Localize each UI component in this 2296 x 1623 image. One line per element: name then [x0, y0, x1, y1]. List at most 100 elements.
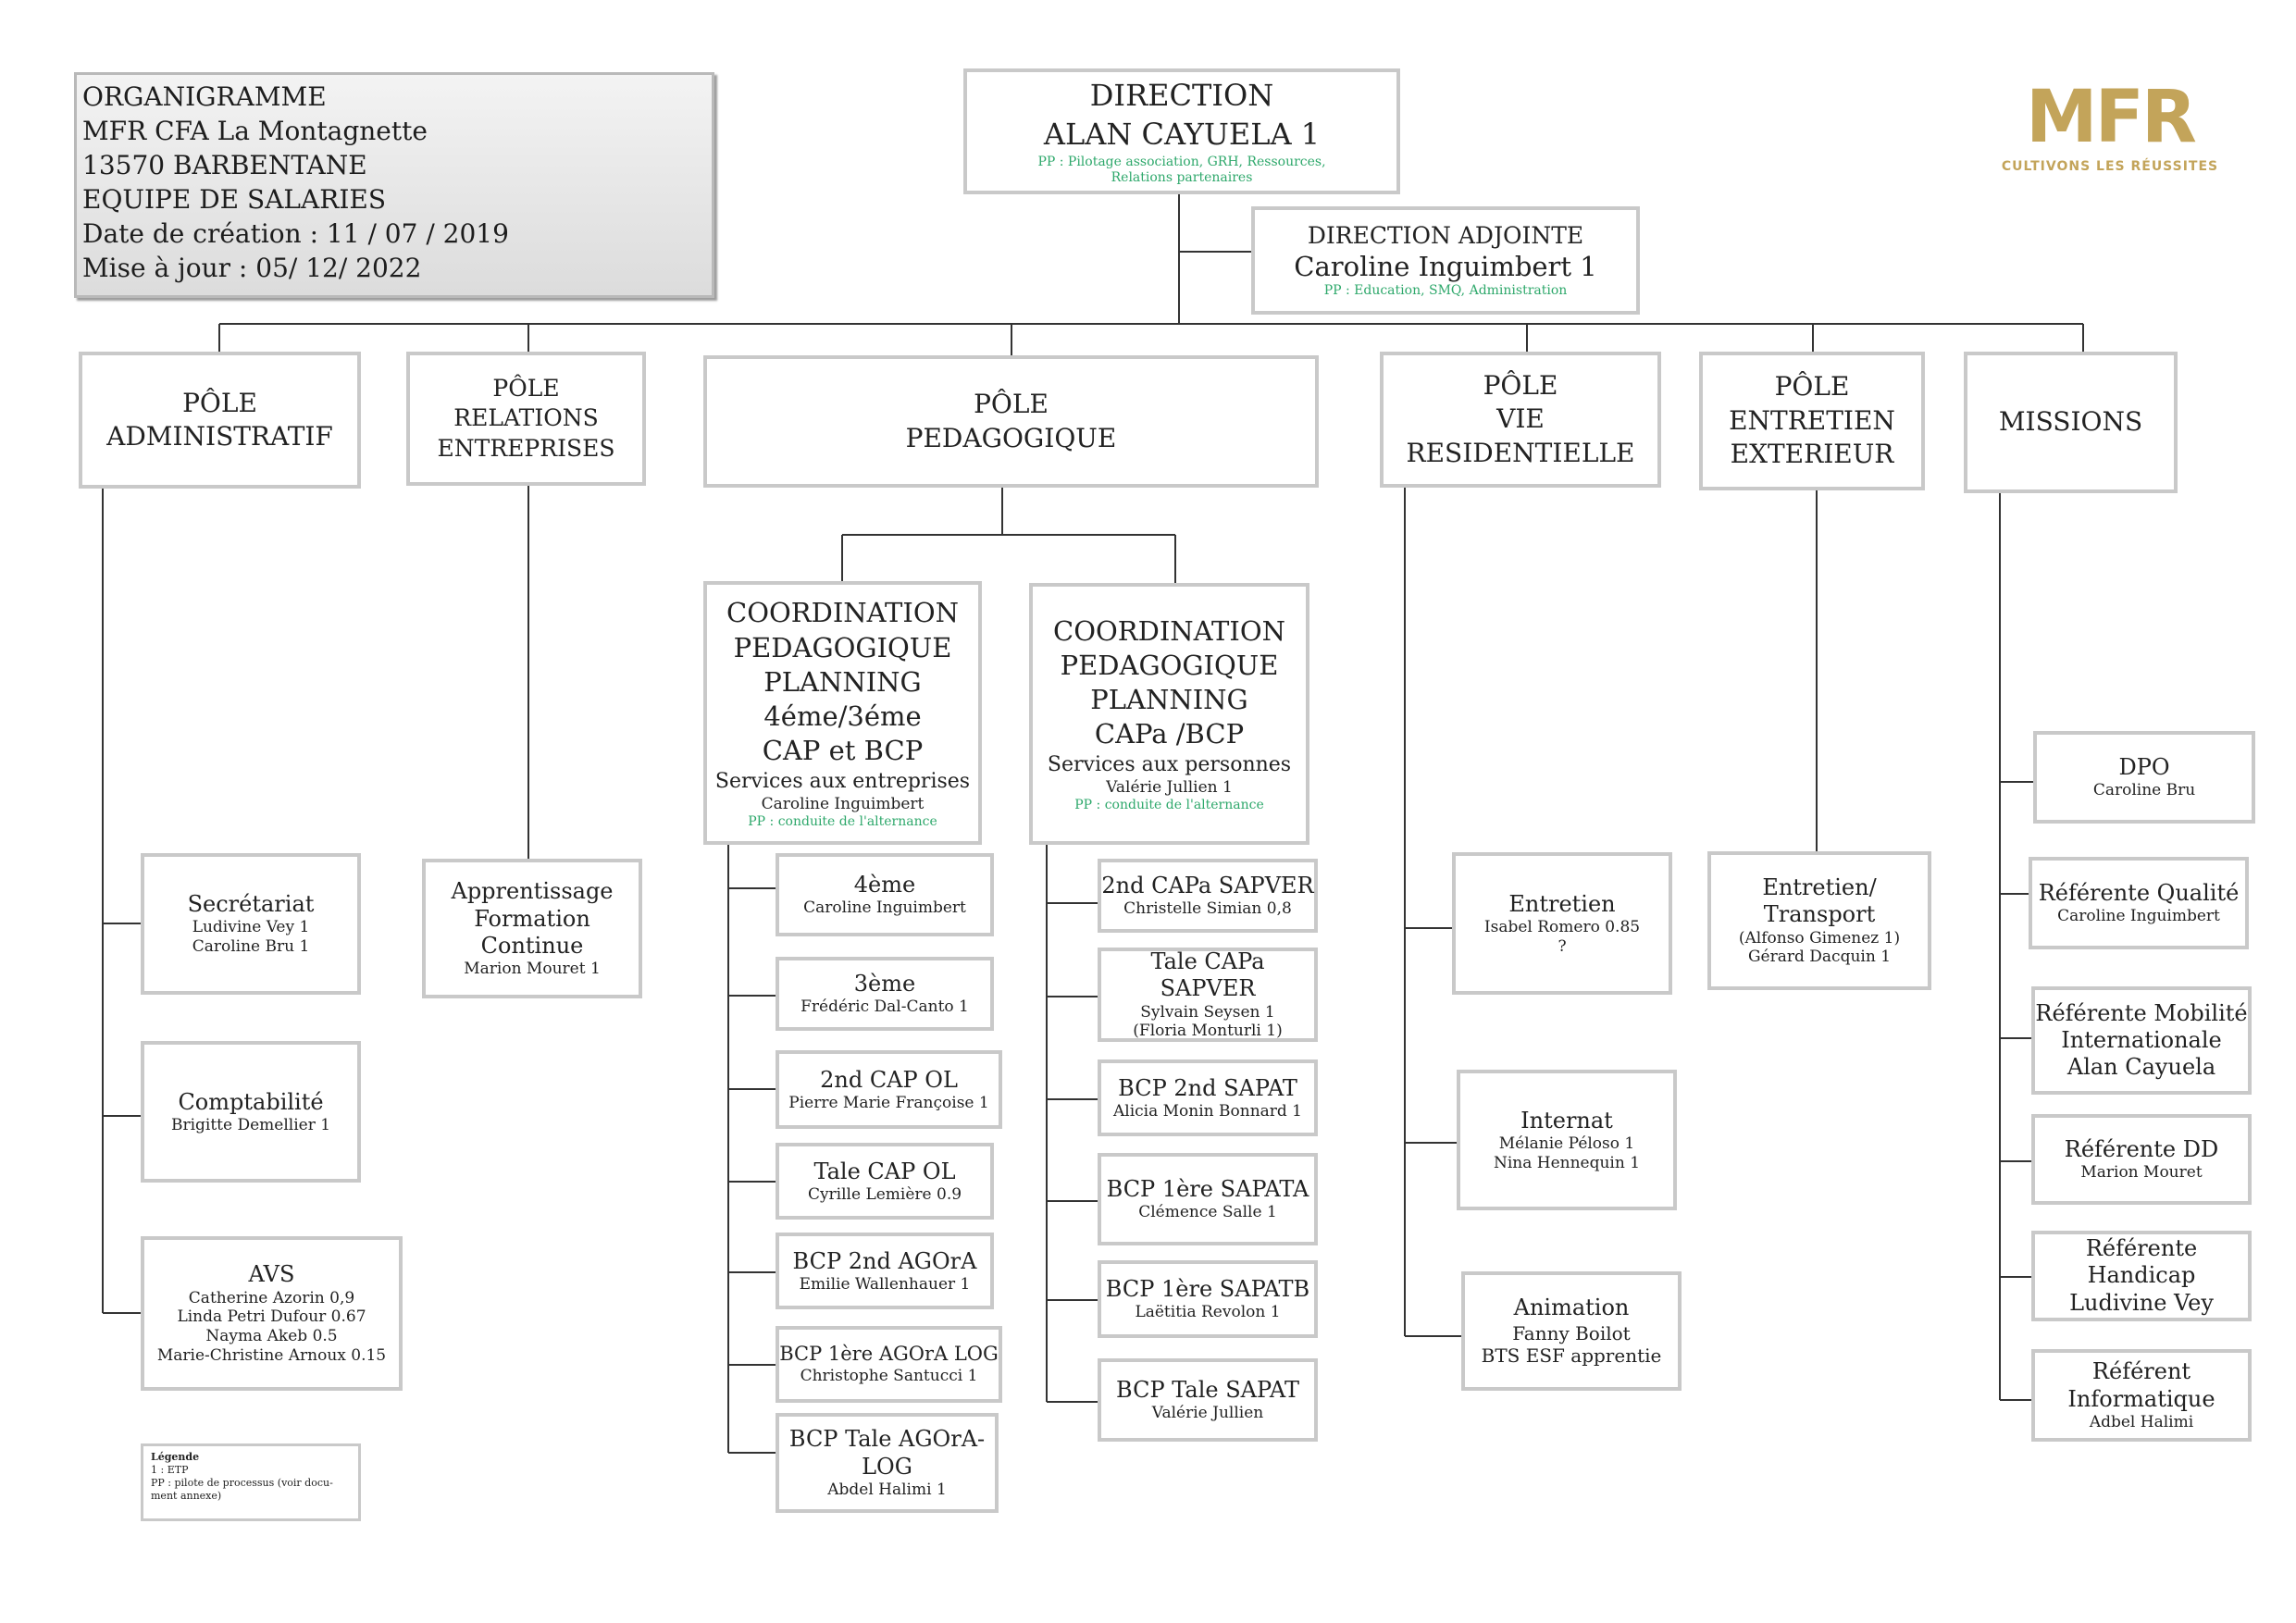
- pole-label: PEDAGOGIQUE: [905, 422, 1117, 453]
- direction-pp-2: Relations partenaires: [1111, 169, 1253, 185]
- box-title: BCP 1ère SAPATB: [1105, 1276, 1310, 1302]
- box-title: BCP 1ère AGOrA LOG: [779, 1343, 999, 1366]
- legend-line: 1 : ETP: [151, 1464, 189, 1477]
- class-box: BCP Tale AGOrA- LOG Abdel Halimi 1: [776, 1413, 999, 1513]
- box-title: Référent: [2091, 1358, 2191, 1385]
- box-title: BCP 2nd SAPAT: [1118, 1074, 1297, 1101]
- box-title: Entretien: [1508, 890, 1616, 917]
- class-box: Tale CAP OL Cyrille Lemière 0.9: [776, 1143, 994, 1220]
- box-title: Entretien/ Transport: [1762, 874, 1877, 928]
- box-title: Référente Qualité: [2038, 880, 2240, 906]
- staff-name: Ludivine Vey 1: [192, 918, 310, 937]
- staff-name: Caroline Inguimbert: [2057, 907, 2220, 926]
- box-subtitle: Services aux entreprises: [714, 769, 971, 793]
- staff-name: Caroline Bru: [2092, 781, 2196, 800]
- direction-adjointe-pp: PP : Education, SMQ, Administration: [1323, 282, 1568, 298]
- class-box: BCP 1ère AGOrA LOG Christophe Santucci 1: [776, 1326, 1002, 1403]
- staff-name: Frédéric Dal-Canto 1: [800, 997, 969, 1017]
- box-title: Référente Handicap: [2085, 1235, 2198, 1289]
- mfr-logo: MFR CULTIVONS LES RÉUSSITES: [1980, 81, 2240, 174]
- avs-box: AVS Catherine Azorin 0,9 Linda Petri Duf…: [141, 1236, 403, 1391]
- header-organization: MFR CFA La Montagnette: [82, 115, 428, 146]
- pole-label: PÔLE: [1483, 369, 1558, 401]
- staff-name: Adbel Halimi: [2089, 1412, 2194, 1431]
- box-title: Internationale: [2061, 1026, 2222, 1053]
- class-box: BCP 1ère SAPATB Laëtitia Revolon 1: [1098, 1260, 1318, 1338]
- direction-adjointe-box: DIRECTION ADJOINTE Caroline Inguimbert 1…: [1251, 206, 1640, 315]
- class-box: 4ème Caroline Inguimbert: [776, 853, 994, 936]
- box-title: Référente Mobilité: [2035, 999, 2248, 1026]
- staff-name: Caroline Inguimbert: [803, 898, 966, 918]
- header-title: ORGANIGRAMME: [82, 81, 327, 112]
- box-title: PEDAGOGIQUE: [1060, 650, 1279, 682]
- pole-label: PÔLE: [492, 374, 560, 402]
- legend-box: Légende 1 : ETP PP : pilote de processus…: [141, 1443, 361, 1521]
- pole-label: EXTERIEUR: [1730, 439, 1894, 470]
- box-title: Secrétariat: [187, 891, 315, 918]
- logo-tagline: CULTIVONS LES RÉUSSITES: [2001, 159, 2219, 174]
- direction-adjointe-name: Caroline Inguimbert 1: [1294, 250, 1597, 282]
- box-title: PLANNING: [763, 665, 922, 698]
- box-title: DPO: [2118, 754, 2170, 780]
- box-title: BCP 1ère SAPATA: [1106, 1176, 1309, 1202]
- box-title: BCP Tale SAPAT: [1116, 1377, 1299, 1403]
- class-box: BCP 1ère SAPATA Clémence Salle 1: [1098, 1153, 1318, 1245]
- box-subtitle: Services aux personnes: [1047, 753, 1292, 777]
- direction-name: ALAN CAYUELA 1: [1043, 116, 1321, 152]
- referente-mobilite-box: Référente Mobilité Internationale Alan C…: [2031, 986, 2252, 1095]
- referent-informatique-box: Référent Informatique Adbel Halimi: [2031, 1349, 2252, 1442]
- staff-name: Mélanie Péloso 1: [1498, 1134, 1635, 1153]
- staff-name: Caroline Inguimbert: [761, 794, 925, 813]
- box-title: COORDINATION: [726, 597, 959, 629]
- legend-title: Légende: [151, 1451, 200, 1463]
- pole-administratif: PÔLE ADMINISTRATIF: [79, 352, 361, 489]
- pole-vie-residentielle: PÔLE VIE RESIDENTIELLE: [1380, 352, 1661, 488]
- header-team: EQUIPE DE SALARIES: [82, 183, 387, 215]
- staff-name: Laëtitia Revolon 1: [1135, 1303, 1281, 1322]
- process-pilot: PP : conduite de l'alternance: [1074, 797, 1264, 812]
- pole-entretien-exterieur: PÔLE ENTRETIEN EXTERIEUR: [1699, 352, 1925, 490]
- staff-name: Christophe Santucci 1: [800, 1366, 978, 1385]
- staff-name: Pierre Marie Françoise 1: [788, 1093, 989, 1112]
- pole-label: RELATIONS: [453, 404, 599, 432]
- dpo-box: DPO Caroline Bru: [2033, 731, 2255, 824]
- logo-mark: MFR: [2026, 76, 2197, 159]
- staff-name: Alicia Monin Bonnard 1: [1112, 1101, 1303, 1121]
- box-title: Internat: [1520, 1107, 1613, 1134]
- header-created-date: Date de création : 11 / 07 / 2019: [82, 217, 509, 249]
- class-box: 2nd CAP OL Pierre Marie Françoise 1: [776, 1050, 1002, 1129]
- box-title: PEDAGOGIQUE: [733, 631, 952, 663]
- header-address: 13570 BARBENTANE: [82, 149, 367, 180]
- box-title: Animation: [1513, 1295, 1630, 1321]
- staff-name: Nina Hennequin 1: [1493, 1153, 1641, 1172]
- staff-name: Marion Mouret: [2080, 1163, 2203, 1183]
- staff-name: Marie-Christine Arnoux 0.15: [156, 1345, 387, 1365]
- class-box: BCP 2nd SAPAT Alicia Monin Bonnard 1: [1098, 1059, 1318, 1136]
- secretariat-box: Secrétariat Ludivine Vey 1 Caroline Bru …: [141, 853, 361, 995]
- referente-handicap-box: Référente Handicap Ludivine Vey: [2031, 1231, 2252, 1321]
- header-updated-date: Mise à jour : 05/ 12/ 2022: [82, 252, 422, 283]
- animation-box: Animation Fanny Boilot BTS ESF apprentie: [1461, 1271, 1682, 1391]
- comptabilite-box: Comptabilité Brigitte Demellier 1: [141, 1041, 361, 1183]
- coordination-4e-3e-cap-bcp: COORDINATION PEDAGOGIQUE PLANNING 4éme/3…: [703, 581, 982, 845]
- staff-name: Brigitte Demellier 1: [170, 1115, 331, 1134]
- box-title: Ludivine Vey: [2069, 1289, 2214, 1316]
- legend-line: ment annexe): [151, 1490, 222, 1503]
- box-title: Apprentissage: [451, 878, 614, 905]
- staff-name: Emilie Wallenhauer 1: [799, 1274, 971, 1294]
- staff-name: (Alfonso Gimenez 1): [1738, 928, 1901, 948]
- box-title: COORDINATION: [1053, 614, 1285, 647]
- box-title: BCP 2nd AGOrA: [792, 1247, 977, 1274]
- entretien-transport-box: Entretien/ Transport (Alfonso Gimenez 1)…: [1707, 851, 1931, 990]
- box-title: 2nd CAP OL: [820, 1066, 958, 1093]
- box-title: CAP et BCP: [762, 734, 924, 766]
- box-title: Tale CAP OL: [813, 1158, 956, 1184]
- internat-box: Internat Mélanie Péloso 1 Nina Hennequin…: [1457, 1070, 1677, 1210]
- pole-label: PÔLE: [1774, 371, 1850, 403]
- box-title: 3ème: [853, 971, 916, 997]
- class-box: BCP Tale SAPAT Valérie Jullien: [1098, 1358, 1318, 1442]
- box-title: Continue: [480, 932, 584, 959]
- pole-label: PÔLE: [182, 387, 257, 418]
- pole-relations-entreprises: PÔLE RELATIONS ENTREPRISES: [406, 352, 646, 486]
- staff-name: Nayma Akeb 0.5: [205, 1327, 338, 1346]
